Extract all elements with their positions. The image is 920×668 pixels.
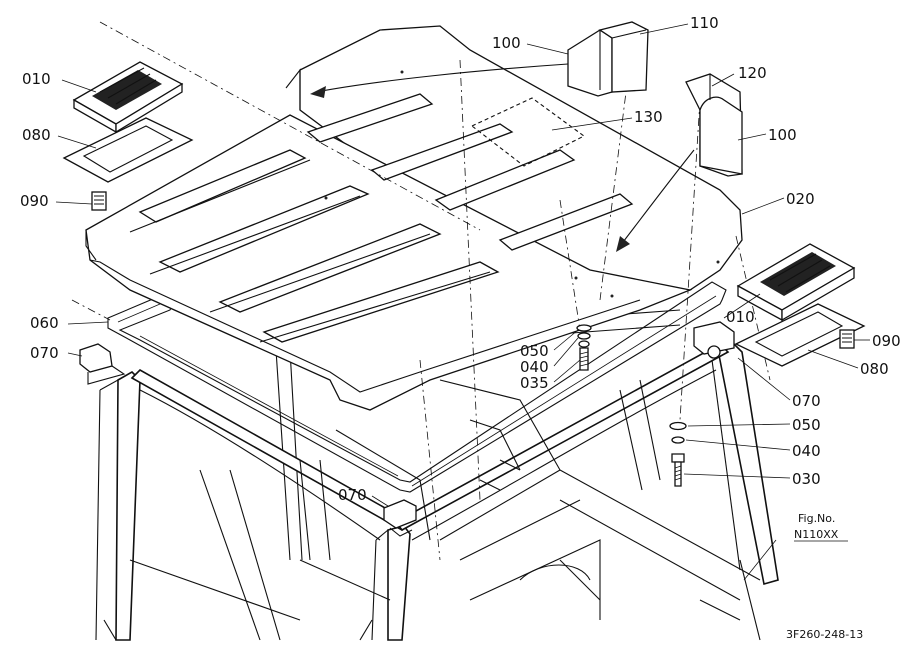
bolt-stack-030 (669, 421, 687, 487)
lamp-gasket-left (62, 117, 194, 183)
callout-060: 060 (30, 314, 59, 332)
bolt-stack-035 (576, 324, 592, 371)
callout-080: 080 (860, 360, 889, 378)
callout-labels: 100 110 010 120 130 100 080 090 020 060 … (20, 14, 901, 504)
roof-lamp-left (72, 61, 184, 134)
callout-090: 090 (20, 192, 49, 210)
roof-panel-020 (71, 21, 771, 561)
callout-100: 100 (768, 126, 797, 144)
callout-070: 070 (30, 344, 59, 362)
drawing-code: 3F260-248-13 (786, 628, 863, 641)
callout-100: 100 (492, 34, 521, 52)
callout-050: 050 (520, 342, 549, 360)
lamp-knob-left (91, 191, 107, 211)
callout-080: 080 (22, 126, 51, 144)
fig-no-value: N110XX (794, 528, 839, 541)
callout-070: 070 (338, 486, 367, 504)
callout-050: 050 (792, 416, 821, 434)
callout-020: 020 (786, 190, 815, 208)
callout-035: 035 (520, 374, 549, 392)
latch-block-070-left (79, 343, 126, 385)
lamp-gasket-right (734, 303, 866, 367)
callout-120: 120 (738, 64, 767, 82)
roof-lamp-right (736, 243, 856, 322)
callout-110: 110 (690, 14, 719, 32)
callout-130: 130 (634, 108, 663, 126)
latch-block-070-right (693, 321, 735, 359)
callout-070: 070 (792, 392, 821, 410)
leader-lines (55, 23, 870, 581)
callout-010: 010 (22, 70, 51, 88)
latch-block-070-front (383, 499, 417, 537)
callout-040: 040 (520, 358, 549, 376)
fig-no-heading: Fig.No. (798, 512, 835, 525)
foam-block-100-110 (567, 21, 649, 97)
callout-030: 030 (792, 470, 821, 488)
callout-090: 090 (872, 332, 901, 350)
callout-040: 040 (792, 442, 821, 460)
callout-010: 010 (726, 308, 755, 326)
lamp-knob-right (839, 329, 855, 349)
figure-number-block: Fig.No. N110XX (794, 512, 848, 542)
foam-block-120-100 (685, 73, 743, 177)
